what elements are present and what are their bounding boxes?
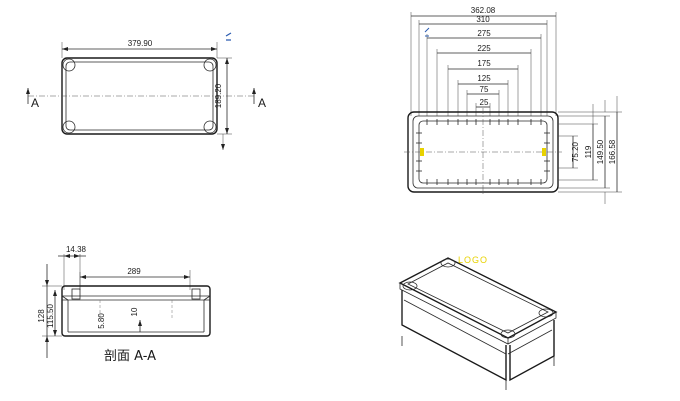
- logo-label: LOGO: [458, 255, 488, 265]
- top-view: 379.90 A A 189.20: [26, 32, 266, 150]
- dim-h-75: 75: [480, 85, 489, 94]
- dim-h-175: 175: [477, 59, 491, 68]
- dim-115-50: 115.50: [46, 304, 55, 328]
- section-marker-left: A: [31, 96, 39, 110]
- dim-5-80: 5.80: [97, 313, 106, 329]
- dim-h-310: 310: [476, 15, 490, 24]
- dim-10: 10: [130, 307, 139, 316]
- dim-h-362: 362.08: [471, 6, 496, 15]
- iso-lid-top: [398, 257, 558, 339]
- section-view: 14.38 289 128 115.50 5.80 10: [37, 245, 211, 364]
- dim-v-75-20: 75.20: [571, 141, 580, 162]
- dim-v-149-50: 149.50: [596, 139, 605, 164]
- dim-14-38: 14.38: [66, 245, 87, 254]
- dim-h-225: 225: [477, 44, 491, 53]
- dim-height-label: 189.20: [214, 83, 223, 108]
- isometric-view: LOGO: [398, 255, 558, 390]
- dim-289: 289: [127, 267, 141, 276]
- dim-v-166-58: 166.58: [608, 139, 617, 164]
- section-outline: [61, 285, 211, 337]
- dim-h-125: 125: [477, 74, 491, 83]
- dim-h-275: 275: [477, 29, 491, 38]
- iso-body-side: [509, 320, 555, 382]
- dim-h-25: 25: [480, 98, 489, 107]
- section-marker-right: A: [258, 96, 266, 110]
- dim-width-label: 379.90: [128, 39, 153, 48]
- dim-128: 128: [37, 309, 46, 323]
- dim-v-119: 119: [584, 145, 593, 158]
- plan-view: 362.08 310 275 225 175 125 75 25: [404, 6, 622, 204]
- section-caption: 剖面 A-A: [104, 349, 156, 364]
